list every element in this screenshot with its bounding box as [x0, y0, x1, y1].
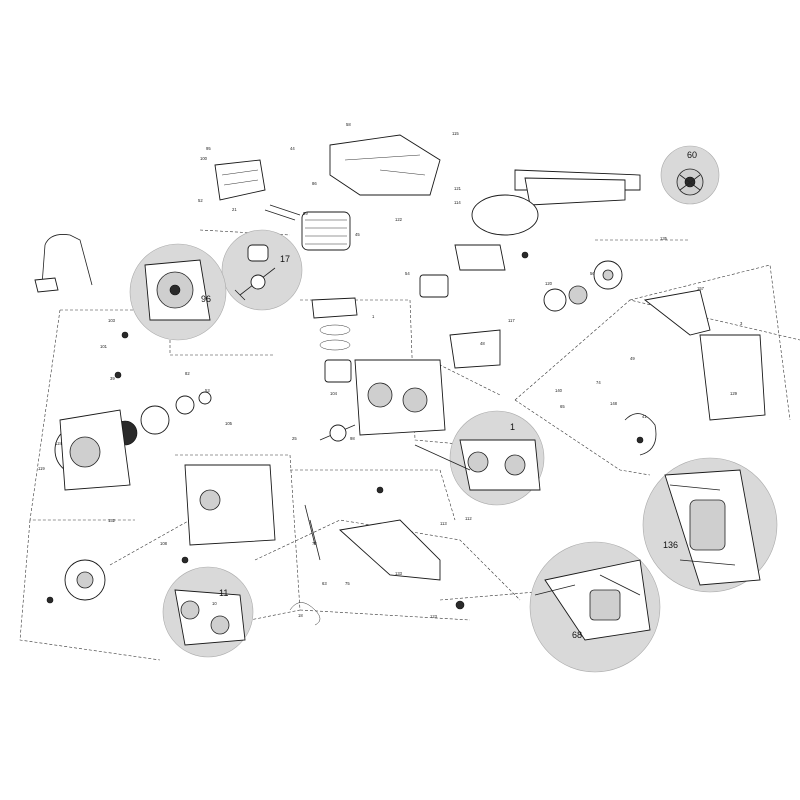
part-number: 75	[345, 581, 350, 586]
detail-label-68: 68	[572, 630, 582, 640]
part-number: 39	[110, 376, 115, 381]
part-number: 104	[330, 391, 338, 396]
detail-circle-60	[660, 145, 720, 205]
part-number: 140	[555, 388, 563, 393]
part-number-labels: 58 115 95 100 44 52 121 21 59 122 45 114…	[38, 122, 743, 619]
detail-circle-68	[529, 541, 661, 673]
part-number: 100	[200, 156, 208, 161]
part-number: 63	[322, 581, 327, 586]
part-number: 58	[346, 122, 351, 127]
part-number: 54	[405, 271, 410, 276]
part-number: 21	[232, 207, 237, 212]
part-number: 49	[630, 356, 635, 361]
part-number: 86	[312, 181, 317, 186]
part-number: 108	[160, 541, 168, 546]
part-number: 121	[454, 186, 462, 191]
detail-label-96: 96	[201, 294, 211, 304]
part-number: 101	[100, 344, 108, 349]
part-number: 25	[292, 436, 297, 441]
part-number: 18	[298, 613, 303, 618]
part-number: 44	[290, 146, 295, 151]
part-number: 3	[740, 321, 743, 326]
part-number: 157	[697, 286, 705, 291]
part-number: 124	[55, 441, 63, 446]
part-number: 53	[205, 388, 210, 393]
part-number: 52	[198, 198, 203, 203]
part-number: 41	[642, 414, 647, 419]
part-number: 113	[440, 521, 447, 526]
part-number: 132	[108, 518, 116, 523]
part-number: 48	[480, 341, 485, 346]
part-number: 95	[206, 146, 211, 151]
part-number: 148	[610, 401, 618, 406]
detail-circle-136	[642, 457, 778, 593]
assembly-guide-lines	[19, 229, 800, 661]
part-number: 78	[312, 541, 317, 546]
part-number: 129	[730, 391, 738, 396]
part-number: 135	[660, 236, 668, 241]
part-number: 45	[355, 232, 360, 237]
part-number: 114	[454, 200, 461, 205]
part-number: 65	[560, 404, 565, 409]
part-number: 74	[596, 380, 601, 385]
part-number: 82	[185, 371, 190, 376]
detail-circle-17	[221, 229, 303, 311]
part-number: 103	[108, 318, 116, 323]
part-number: 56	[590, 271, 595, 276]
part-number: 123	[430, 614, 438, 619]
part-number: 59	[303, 211, 308, 216]
part-number: 98	[350, 436, 355, 441]
part-number: 1	[372, 314, 375, 319]
part-number: 133	[395, 571, 403, 576]
part-number: 10	[212, 601, 217, 606]
detail-circle-11	[162, 566, 254, 658]
detail-labels: 60 17 96 1 136 68 11	[201, 150, 697, 640]
detail-label-1: 1	[510, 422, 515, 432]
detail-label-17: 17	[280, 254, 290, 264]
parts-drawing	[34, 134, 766, 626]
detail-label-60: 60	[687, 150, 697, 160]
detail-label-136: 136	[663, 540, 678, 550]
part-number: 117	[508, 318, 515, 323]
part-number: 105	[225, 421, 233, 426]
detail-label-11: 11	[219, 588, 228, 598]
detail-circle-96	[129, 243, 227, 341]
part-number: 120	[545, 281, 553, 286]
part-number: 115	[452, 131, 459, 136]
part-number: 112	[465, 516, 472, 521]
detail-circle-1	[449, 410, 545, 506]
part-number: 122	[395, 217, 403, 222]
part-number: 119	[38, 466, 45, 471]
